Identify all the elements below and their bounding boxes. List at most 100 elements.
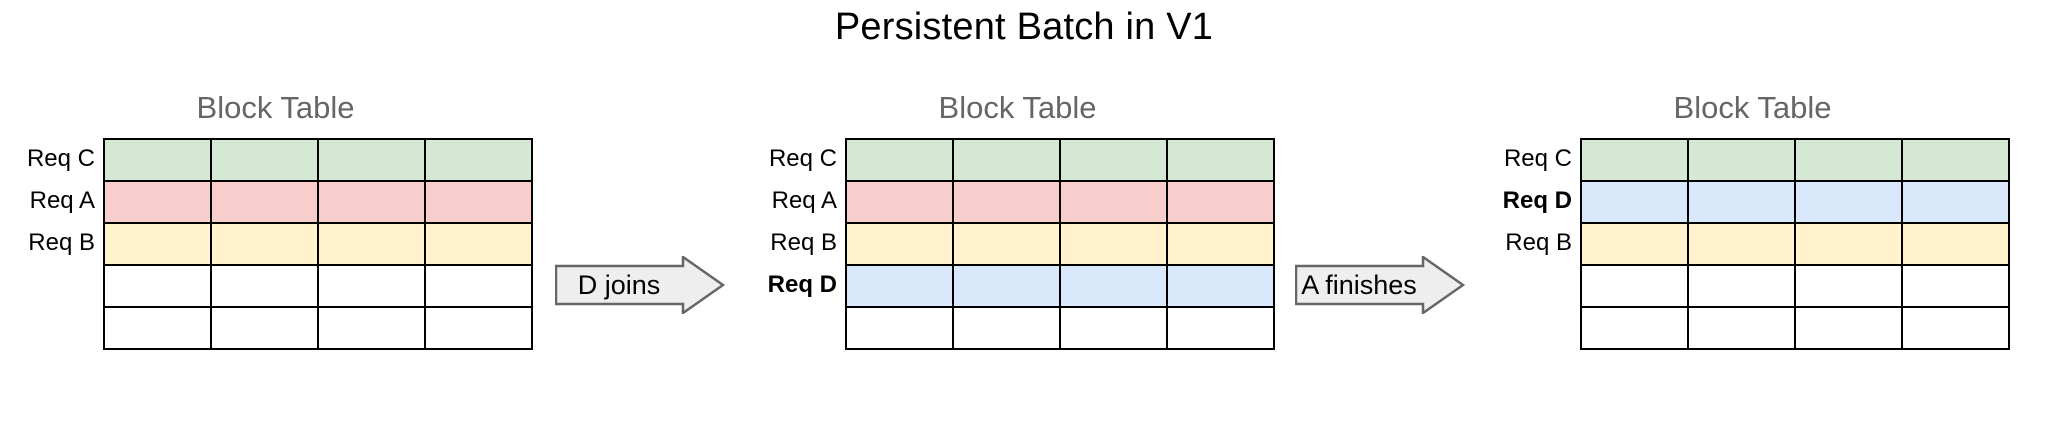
block-cell[interactable] (1059, 306, 1168, 350)
block-cell[interactable] (1580, 306, 1689, 350)
block-cell[interactable] (317, 180, 426, 224)
block-table-grid (845, 138, 1275, 350)
table-row (1580, 180, 2010, 224)
table-row (103, 264, 533, 308)
block-cell[interactable] (103, 222, 212, 266)
block-cell[interactable] (317, 306, 426, 350)
block-cell[interactable] (845, 264, 954, 308)
block-table-panel-3: Block Table Req C Req D Req B (1485, 88, 2020, 350)
block-cell[interactable] (1580, 222, 1689, 266)
table-row (1580, 138, 2010, 182)
block-cell[interactable] (952, 264, 1061, 308)
block-cell[interactable] (1794, 222, 1903, 266)
block-cell[interactable] (103, 138, 212, 182)
block-table-heading: Block Table (938, 90, 1097, 125)
panel-body: Req C Req A Req B Req D (750, 138, 1285, 350)
block-cell[interactable] (845, 222, 954, 266)
block-cell[interactable] (1059, 222, 1168, 266)
block-cell[interactable] (1166, 306, 1275, 350)
panel-body: Req C Req A Req B (8, 138, 543, 350)
row-label-column: Req C Req D Req B (1485, 138, 1580, 348)
page-title: Persistent Batch in V1 (834, 6, 1214, 48)
table-row (1580, 222, 2010, 266)
block-table-panel-2: Block Table Req C Req A Req B Req D (750, 88, 1285, 350)
row-label-req-c: Req C (768, 145, 837, 172)
block-cell[interactable] (845, 180, 954, 224)
row-label-req-b: Req B (1505, 229, 1572, 256)
block-arrow-icon (555, 256, 725, 314)
table-row (103, 138, 533, 182)
block-cell[interactable] (210, 180, 319, 224)
block-table-body (103, 138, 533, 350)
row-label-req-c: Req C (1503, 145, 1572, 172)
block-cell[interactable] (103, 264, 212, 308)
block-cell[interactable] (952, 222, 1061, 266)
block-cell[interactable] (424, 180, 533, 224)
block-cell[interactable] (845, 138, 954, 182)
block-cell[interactable] (1580, 138, 1689, 182)
block-cell[interactable] (103, 306, 212, 350)
block-cell[interactable] (1794, 306, 1903, 350)
block-cell[interactable] (952, 180, 1061, 224)
block-cell[interactable] (1166, 264, 1275, 308)
block-cell[interactable] (1901, 222, 2010, 266)
block-cell[interactable] (1687, 222, 1796, 266)
row-label-req-d: Req D (1502, 187, 1572, 214)
table-row (845, 306, 1275, 350)
arrow-label: D joins (577, 270, 661, 300)
table-row (1580, 264, 2010, 308)
row-label-req-b: Req B (770, 229, 837, 256)
row-label-req-a: Req A (29, 187, 95, 214)
block-table-grid (103, 138, 533, 350)
block-cell[interactable] (1794, 138, 1903, 182)
arrow-label: A finishes (1301, 270, 1417, 300)
block-cell[interactable] (1901, 306, 2010, 350)
table-row (845, 138, 1275, 182)
block-cell[interactable] (1901, 138, 2010, 182)
block-cell[interactable] (1059, 264, 1168, 308)
block-cell[interactable] (1059, 138, 1168, 182)
block-cell[interactable] (1901, 180, 2010, 224)
row-label-req-b: Req B (28, 229, 95, 256)
block-cell[interactable] (1687, 306, 1796, 350)
block-cell[interactable] (317, 138, 426, 182)
block-cell[interactable] (210, 222, 319, 266)
block-cell[interactable] (1794, 264, 1903, 308)
block-cell[interactable] (1059, 180, 1168, 224)
block-cell[interactable] (424, 264, 533, 308)
panel-body: Req C Req D Req B (1485, 138, 2020, 350)
block-table-grid (1580, 138, 2010, 350)
block-cell[interactable] (210, 306, 319, 350)
transition-arrow-a-finishes: A finishes (1295, 256, 1465, 314)
block-cell[interactable] (1166, 180, 1275, 224)
block-cell[interactable] (1794, 180, 1903, 224)
row-label-req-c: Req C (26, 145, 95, 172)
block-cell[interactable] (1687, 180, 1796, 224)
table-row (845, 180, 1275, 224)
block-cell[interactable] (1687, 264, 1796, 308)
block-cell[interactable] (424, 306, 533, 350)
block-cell[interactable] (952, 306, 1061, 350)
block-cell[interactable] (1166, 138, 1275, 182)
block-cell[interactable] (103, 180, 212, 224)
block-cell[interactable] (317, 264, 426, 308)
table-row (103, 306, 533, 350)
block-table-heading: Block Table (1673, 90, 1832, 125)
block-cell[interactable] (1901, 264, 2010, 308)
block-cell[interactable] (952, 138, 1061, 182)
block-cell[interactable] (210, 264, 319, 308)
block-cell[interactable] (1166, 222, 1275, 266)
block-cell[interactable] (1580, 180, 1689, 224)
block-cell[interactable] (1687, 138, 1796, 182)
row-label-column: Req C Req A Req B Req D (750, 138, 845, 348)
block-table-body (1580, 138, 2010, 350)
block-cell[interactable] (317, 222, 426, 266)
row-label-column: Req C Req A Req B (8, 138, 103, 348)
block-table-panel-1: Block Table Req C Req A Req B (8, 88, 543, 350)
table-row (103, 222, 533, 266)
block-cell[interactable] (1580, 264, 1689, 308)
block-cell[interactable] (424, 222, 533, 266)
block-cell[interactable] (845, 306, 954, 350)
block-cell[interactable] (424, 138, 533, 182)
block-cell[interactable] (210, 138, 319, 182)
